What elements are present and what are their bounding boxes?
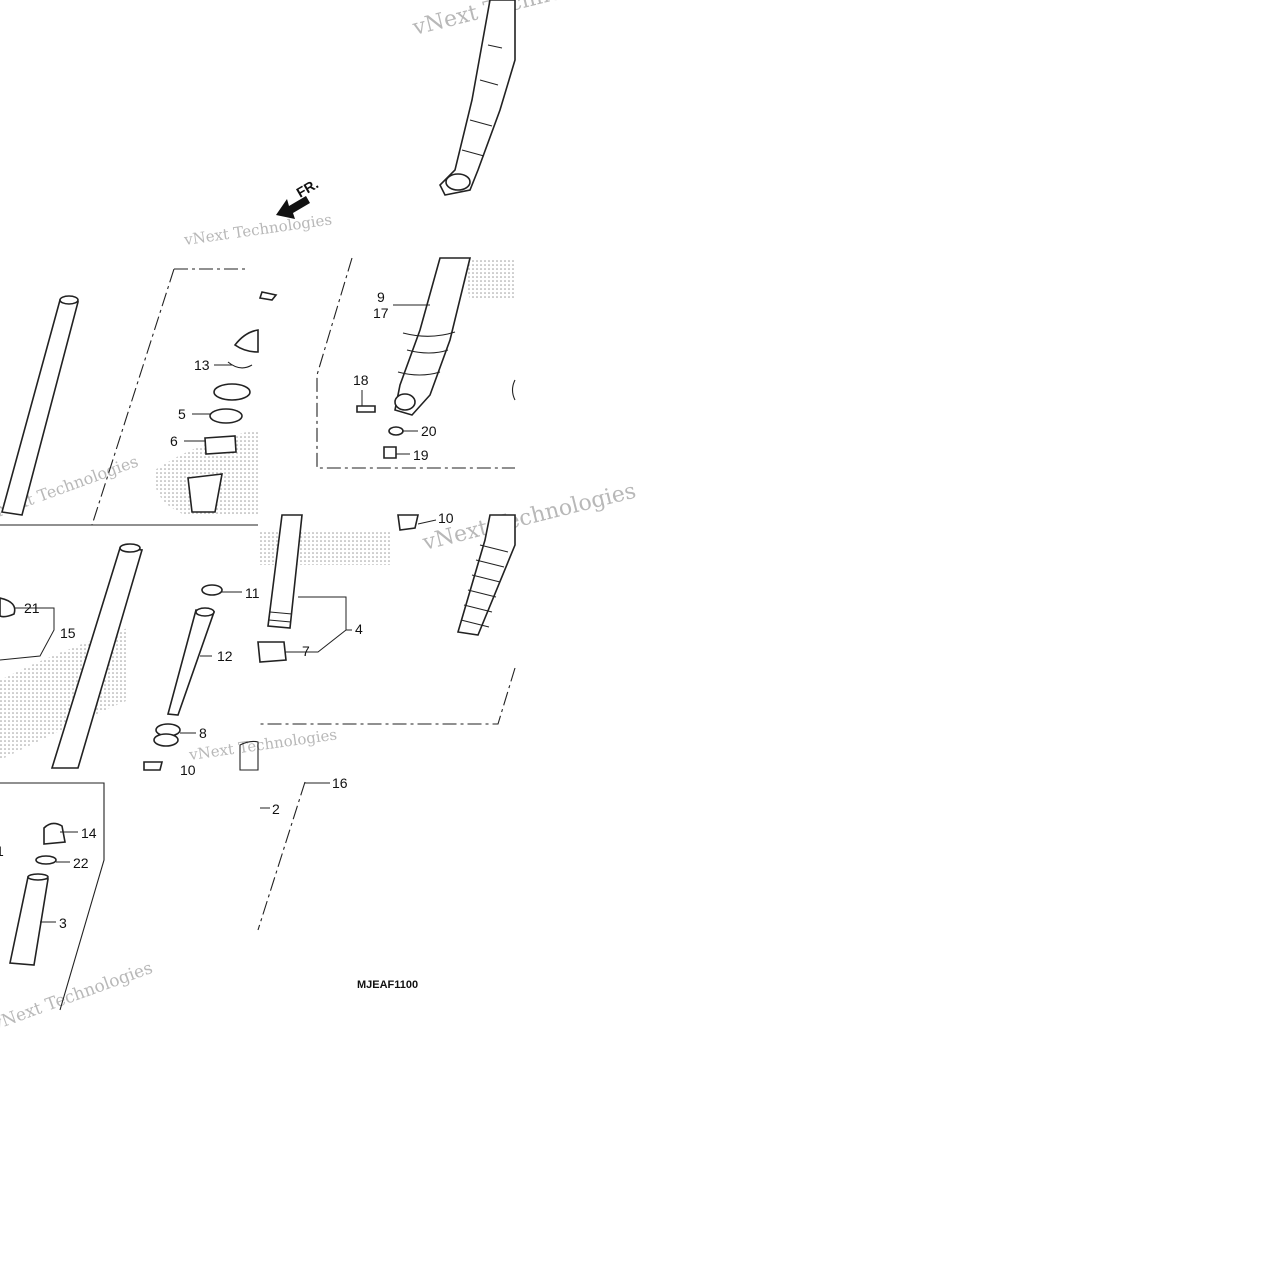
callout-20: 20 — [421, 423, 437, 439]
middle-right-assembly — [257, 514, 516, 725]
watermark-text: vNext Technologies — [409, 0, 628, 41]
callout-1: 1 — [0, 843, 4, 859]
watermark-text: vNext Technologies — [182, 210, 333, 249]
watermarks: vNext Technologies vNext Technologies vN… — [0, 0, 639, 1035]
callout-7: 7 — [302, 643, 310, 659]
lower-assembly — [0, 781, 306, 1011]
callouts: 9 17 18 20 19 13 5 6 10 4 7 11 12 8 10 2… — [0, 289, 454, 931]
callout-9: 9 — [377, 289, 385, 305]
diagram-code: MJEAF1100 — [357, 979, 418, 991]
callout-22: 22 — [73, 855, 89, 871]
callout-15: 15 — [60, 625, 76, 641]
watermark-text: vNext Technologies — [187, 725, 338, 764]
callout-21: 21 — [24, 600, 40, 616]
callout-12: 12 — [217, 648, 233, 664]
callout-6: 6 — [170, 433, 178, 449]
middle-left-assembly — [0, 543, 259, 771]
upper-left-assembly — [0, 268, 278, 526]
fork-slider-top — [439, 0, 516, 196]
direction-label: FR. — [294, 175, 322, 200]
callout-13: 13 — [194, 357, 210, 373]
callout-10-lower: 10 — [180, 762, 196, 778]
callout-2: 2 — [272, 801, 280, 817]
callout-10-upper: 10 — [438, 510, 454, 526]
callout-16: 16 — [332, 775, 348, 791]
upper-right-assembly — [316, 257, 516, 469]
callout-8: 8 — [199, 725, 207, 741]
watermark-text: vNext Technologies — [0, 958, 155, 1035]
callout-19: 19 — [413, 447, 429, 463]
callout-5: 5 — [178, 406, 186, 422]
leader-lines — [0, 304, 437, 923]
callout-11: 11 — [245, 585, 260, 601]
callout-18: 18 — [353, 372, 369, 388]
callout-17: 17 — [373, 305, 389, 321]
callout-14: 14 — [81, 825, 97, 841]
callout-3: 3 — [59, 915, 67, 931]
callout-4: 4 — [355, 621, 363, 637]
